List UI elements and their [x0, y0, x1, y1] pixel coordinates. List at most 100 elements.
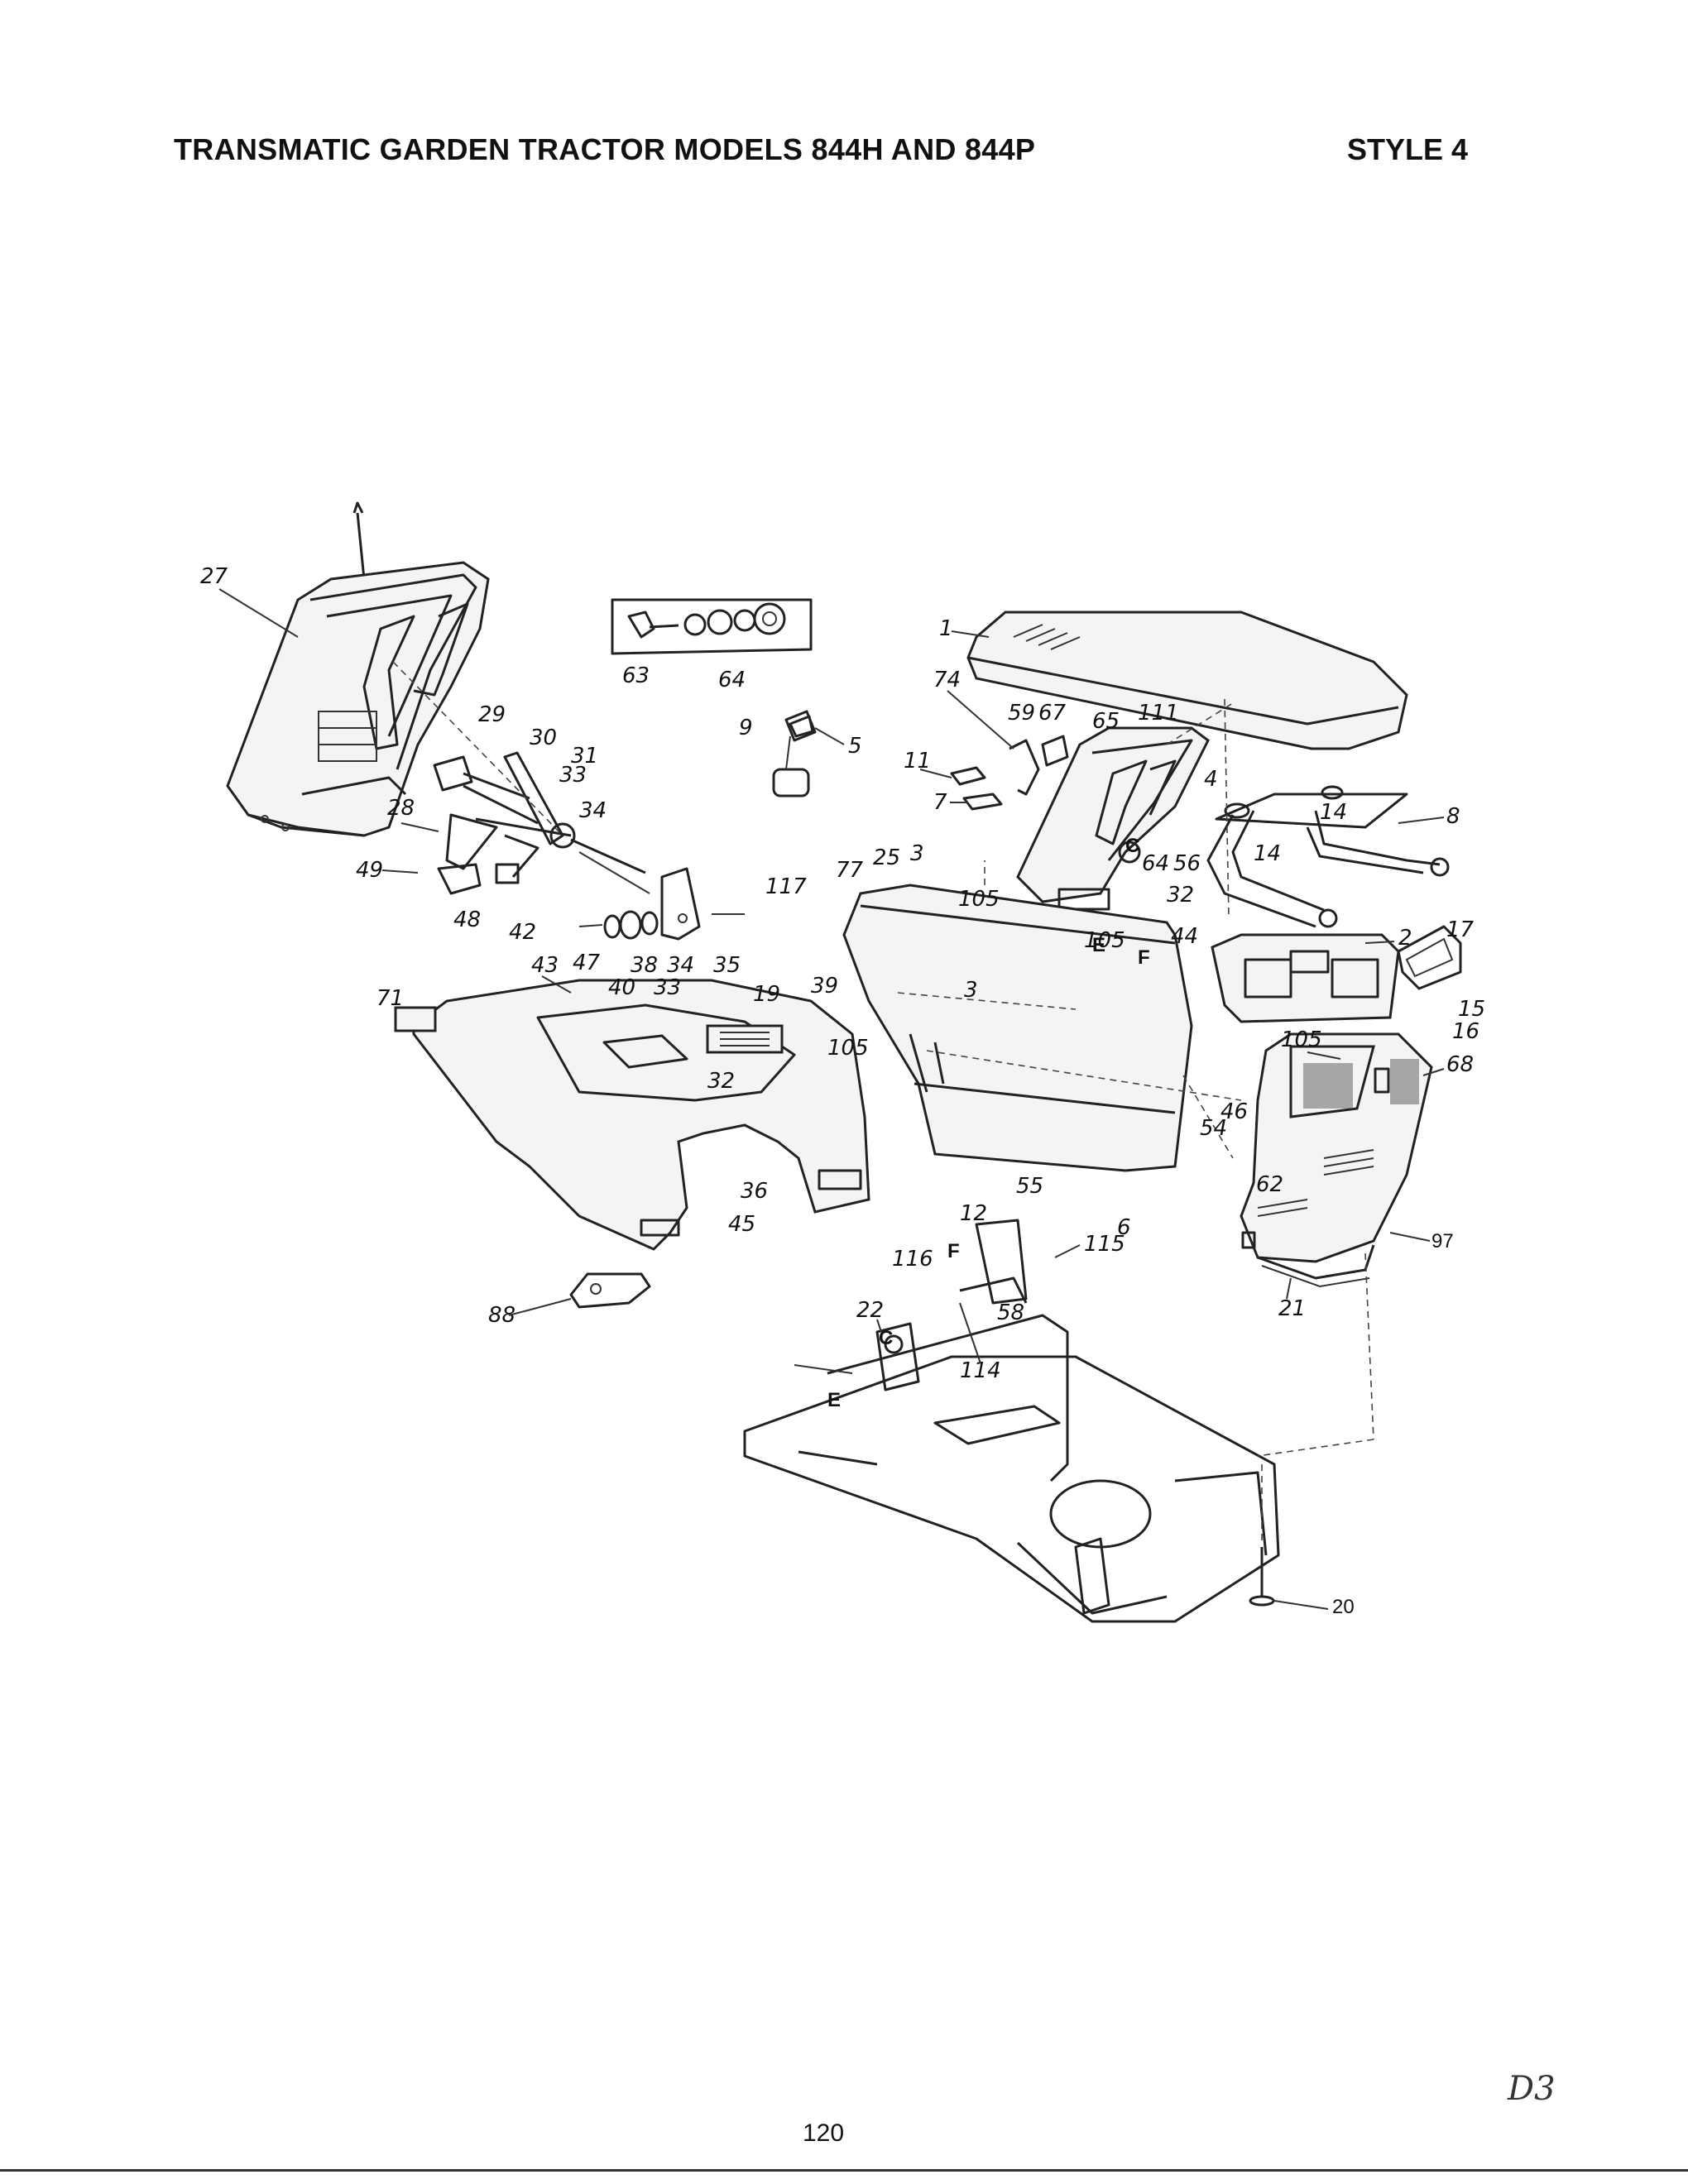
page-number: 120: [803, 2119, 845, 2147]
label-3b: 3: [964, 978, 978, 1003]
style-label: STYLE 4: [1347, 132, 1469, 166]
label-47: 47: [573, 951, 601, 975]
label-1: 1: [939, 616, 953, 641]
label-8: 8: [1446, 804, 1460, 829]
label-11: 11: [904, 749, 931, 774]
label-64a: 64: [718, 668, 746, 692]
label-5: 5: [848, 734, 862, 759]
label-32b: 32: [1167, 883, 1194, 908]
label-12: 12: [960, 1201, 987, 1226]
handwritten-mark: D3: [1508, 2070, 1556, 2108]
label-19: 19: [753, 982, 780, 1007]
label-74: 74: [933, 668, 961, 692]
label-leaders: [218, 588, 1445, 1610]
lever-linkage: [392, 661, 650, 895]
leader-lines: [897, 698, 1374, 1457]
label-39: 39: [811, 974, 838, 999]
small-switch-parts: [772, 710, 817, 797]
ref-f-bracket: F: [947, 1240, 960, 1262]
label-55: 55: [1016, 1174, 1043, 1199]
headlight-housing: [1211, 933, 1400, 1023]
label-16: 16: [1452, 1019, 1479, 1044]
label-46: 46: [1220, 1099, 1248, 1124]
label-63: 63: [622, 663, 650, 688]
frame: [743, 1219, 1280, 1623]
page-title: TRANSMATIC GARDEN TRACTOR MODELS 844H AN…: [174, 132, 1036, 166]
label-33b: 33: [654, 975, 681, 1000]
part-labels: 27 29 30 31 33 34 28 49 48 42 43 47 38 4…: [200, 564, 1485, 1618]
label-14a: 14: [1320, 800, 1347, 825]
label-6: 6: [1117, 1215, 1131, 1240]
label-17: 17: [1446, 917, 1475, 942]
label-7: 7: [933, 790, 947, 815]
label-64b: 64: [1142, 851, 1169, 876]
label-4: 4: [1204, 767, 1218, 792]
dash-tower: [1016, 702, 1234, 911]
dash-panel: [226, 501, 490, 837]
label-59: 59: [1008, 701, 1035, 726]
label-54: 54: [1200, 1116, 1227, 1141]
label-43: 43: [531, 953, 559, 978]
label-21: 21: [1278, 1296, 1306, 1321]
label-56: 56: [1173, 851, 1201, 876]
label-65: 65: [1092, 709, 1120, 734]
label-115: 115: [1084, 1232, 1125, 1257]
label-67: 67: [1038, 701, 1067, 726]
label-71: 71: [376, 986, 404, 1011]
label-27: 27: [200, 564, 228, 589]
ref-e-panel: E: [1092, 934, 1105, 956]
ref-e-frame: E: [827, 1389, 841, 1411]
label-22: 22: [856, 1298, 884, 1323]
label-28: 28: [387, 796, 415, 821]
label-77: 77: [836, 858, 864, 883]
label-20: 20: [1332, 1596, 1355, 1618]
fender: [412, 979, 870, 1251]
label-31: 31: [571, 744, 598, 769]
label-14b: 14: [1254, 841, 1281, 866]
reflector: [394, 1006, 437, 1032]
ref-f-panel: F: [1138, 946, 1150, 969]
label-30: 30: [530, 726, 557, 750]
front-grille: [1240, 1032, 1433, 1288]
label-44: 44: [1171, 924, 1198, 949]
label-33a: 33: [559, 763, 587, 788]
label-34b: 34: [667, 953, 694, 978]
label-105a: 105: [827, 1036, 869, 1061]
hood-support: [1206, 785, 1450, 928]
label-117: 117: [765, 874, 807, 899]
label-35: 35: [713, 953, 741, 978]
label-15: 15: [1458, 997, 1485, 1022]
label-62: 62: [1256, 1172, 1283, 1197]
label-3a: 3: [910, 841, 924, 866]
label-29: 29: [478, 702, 506, 727]
label-105b: 105: [958, 887, 1000, 912]
label-9: 9: [739, 716, 753, 740]
mounting-plate: [569, 1272, 651, 1309]
bottom-rule: [0, 2169, 1688, 2172]
label-38: 38: [631, 953, 658, 978]
label-36: 36: [741, 1179, 768, 1204]
ref-c-frame: C: [879, 1327, 893, 1349]
label-105d: 105: [1281, 1027, 1322, 1052]
label-45: 45: [728, 1212, 755, 1237]
hood: [966, 611, 1408, 750]
harness-parts: [950, 735, 1069, 811]
label-68: 68: [1446, 1052, 1474, 1077]
lamp: [1397, 925, 1462, 990]
label-32a: 32: [707, 1069, 735, 1094]
label-49: 49: [356, 858, 383, 883]
label-105c: 105: [1084, 928, 1125, 953]
label-111: 111: [1138, 701, 1179, 726]
dash-front-panel: [842, 884, 1193, 1172]
label-58: 58: [997, 1300, 1024, 1325]
label-25: 25: [873, 845, 900, 870]
bolt: [1249, 1464, 1275, 1607]
label-40: 40: [608, 975, 635, 1000]
label-116: 116: [892, 1247, 933, 1272]
label-34a: 34: [579, 798, 607, 823]
bracket-assembly: [578, 867, 745, 941]
label-2: 2: [1398, 926, 1412, 951]
label-48: 48: [453, 908, 481, 932]
label-97: 97: [1431, 1230, 1454, 1252]
